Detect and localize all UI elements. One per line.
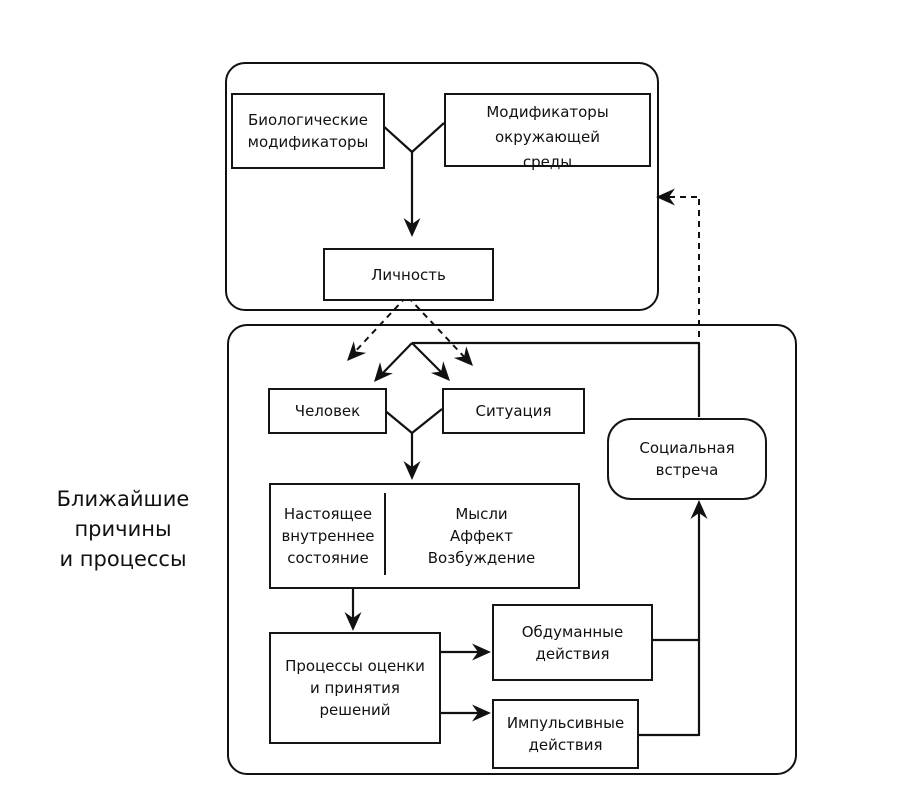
environmental-modifiers-label: Модификаторы окружающей среды	[486, 103, 609, 171]
appraisal-decision-box: Процессы оценки и принятия решений	[269, 632, 441, 744]
dashed-arrow-personality-to-situation	[407, 296, 473, 366]
arrow-appraisal-to-impulsive	[437, 704, 491, 722]
arrow-appraisal-to-thoughtful	[437, 643, 491, 661]
internal-state-contents-cell: Мысли Аффект Возбуждение	[385, 485, 578, 587]
internal-state-label: Настоящее внутреннее состояние	[281, 505, 375, 567]
arrow-state-to-appraisal	[344, 586, 362, 631]
internal-state-box: Настоящее внутреннее состояние Мысли Афф…	[269, 483, 580, 589]
person-label: Человек	[294, 402, 361, 420]
proximate-causes-caption: Ближайшие причины и процессы	[56, 487, 190, 571]
social-encounter-label: Социальная встреча	[639, 439, 735, 479]
situation-label: Ситуация	[475, 402, 552, 420]
social-encounter-box: Социальная встреча	[607, 418, 767, 500]
environmental-modifiers-box: Модификаторы окружающей среды	[444, 93, 651, 171]
dashed-feedback-arrow-into-distal	[656, 188, 700, 343]
thoughtful-action-label: Обдуманные действия	[521, 622, 624, 663]
merge-arrow-modifiers-to-personality	[380, 122, 445, 237]
dashed-arrow-personality-to-person	[347, 296, 407, 361]
social-encounter-loop-to-person-situation	[374, 341, 701, 417]
biological-modifiers-label: Биологические модификаторы	[247, 111, 369, 151]
thoughtful-action-box: Обдуманные действия	[492, 604, 653, 681]
impulsive-action-box: Импульсивные действия	[492, 699, 639, 769]
internal-state-title-cell: Настоящее внутреннее состояние	[271, 485, 385, 587]
internal-state-divider	[384, 493, 386, 575]
internal-state-contents-label: Мысли Аффект Возбуждение	[427, 505, 536, 567]
personality-label: Личность	[371, 265, 446, 284]
person-box: Человек	[268, 388, 387, 434]
proximate-causes-container	[227, 324, 797, 775]
merge-arrow-person-situation-to-state	[382, 408, 443, 480]
personality-box: Личность	[323, 248, 494, 301]
actions-feedback-arrow-to-social-encounter	[635, 500, 708, 737]
distal-causes-container	[225, 62, 659, 311]
situation-box: Ситуация	[442, 388, 585, 434]
appraisal-decision-label: Процессы оценки и принятия решений	[285, 657, 425, 719]
impulsive-action-label: Импульсивные действия	[506, 714, 625, 754]
biological-modifiers-box: Биологические модификаторы	[231, 93, 385, 169]
